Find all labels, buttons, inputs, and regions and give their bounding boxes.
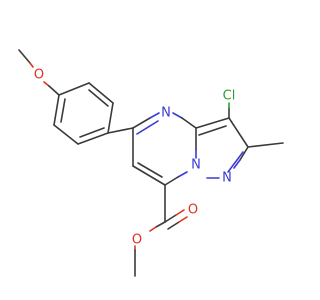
bond-co-double-b-red: [178, 216, 188, 223]
bond-ph4: [77, 132, 109, 145]
bond-c7-c6: [132, 165, 166, 186]
bond-c5-n4-blue: [149, 112, 160, 119]
bond-c2-n1-blue: [233, 159, 241, 169]
bond-co-double-a-red: [175, 209, 185, 216]
bond-c7-c6-inner: [137, 162, 163, 178]
bond-o-aryl: [48, 85, 60, 96]
chlorine-label: Cl: [223, 89, 236, 104]
bond-c2-n1: [239, 146, 249, 161]
bond-ph2: [88, 82, 114, 104]
bond-c3a-c3: [195, 117, 230, 129]
bond-co-double-b: [167, 221, 180, 230]
bond-c5-n4: [132, 117, 151, 129]
bond-c5-n4-double: [136, 120, 159, 135]
bond-o-aryl-red: [43, 81, 50, 87]
bond-ph6-inner: [60, 98, 66, 123]
bond-n4-c3a-blue: [172, 112, 183, 119]
bond-ph3: [107, 102, 114, 134]
bond-c2-methyl: [247, 142, 284, 148]
bond-c2-n1-double: [227, 151, 244, 173]
bond-methyl-o-red: [29, 62, 34, 68]
bond-n8-c7: [164, 176, 179, 186]
bond-c3-c2: [228, 117, 249, 148]
bond-ph5: [53, 124, 79, 145]
bond-c3a-c3-inner: [198, 125, 227, 136]
bond-ph6: [53, 94, 60, 126]
bond-ph1: [58, 82, 90, 96]
nitrogen-label-ring: N: [161, 106, 171, 121]
bond-n8-c7-blue: [177, 171, 188, 178]
bond-c-oester: [155, 221, 166, 228]
bond-methyl-o: [18, 49, 31, 64]
bond-co-double-a: [164, 214, 177, 223]
bond-n4-c3a: [181, 117, 197, 129]
bond-aryl-link: [107, 127, 134, 134]
nitrogen-label-bridge: N: [191, 158, 201, 173]
nitrogen-label-pyrazole: N: [222, 171, 232, 186]
molecule-drawing: Cl N N N O O O: [18, 49, 284, 277]
oxygen-label-ester: O: [132, 233, 142, 248]
structure-canvas: Cl N N N O O O: [18, 49, 284, 277]
oxygen-label-methoxy: O: [34, 68, 44, 83]
bond-c-oester-red: [149, 226, 157, 232]
oxygen-label-carbonyl: O: [188, 203, 198, 218]
bond-ph4-inner: [79, 127, 105, 138]
bond-ph2-inner: [88, 89, 109, 107]
